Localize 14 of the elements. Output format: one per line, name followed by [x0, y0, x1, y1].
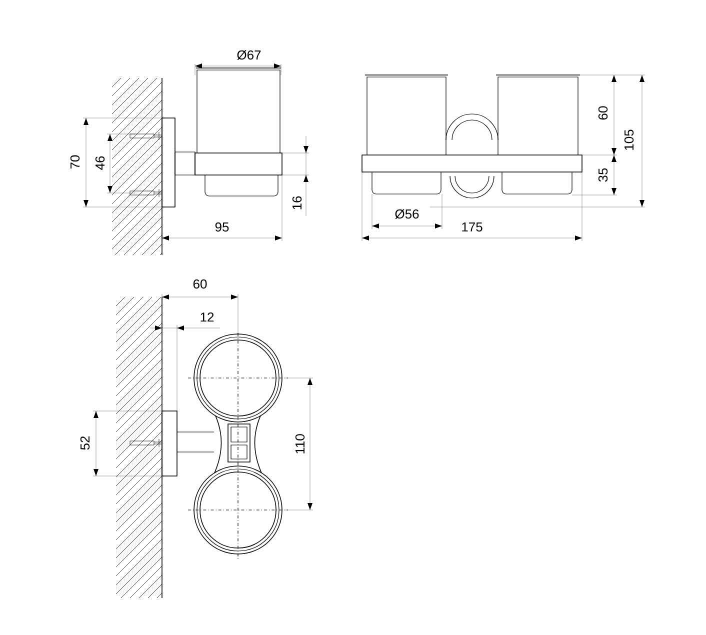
dimension-text: Ø56 [395, 209, 419, 219]
dimension-text: 60 [193, 279, 207, 289]
dimension-text: 16 [292, 196, 302, 210]
dimension-text: 60 [598, 106, 608, 120]
dimension-text: 105 [624, 130, 634, 150]
dimension-text: 52 [80, 436, 90, 450]
dimension-text: 12 [200, 312, 214, 322]
dimension-text: Ø67 [237, 50, 261, 60]
dimension-text: 35 [598, 168, 608, 182]
dimension-text: 46 [95, 156, 105, 170]
dimension-text: 70 [70, 155, 80, 169]
dimension-text: 175 [462, 222, 482, 232]
dimension-text: 110 [295, 434, 305, 454]
dimension-text: 95 [215, 222, 229, 232]
